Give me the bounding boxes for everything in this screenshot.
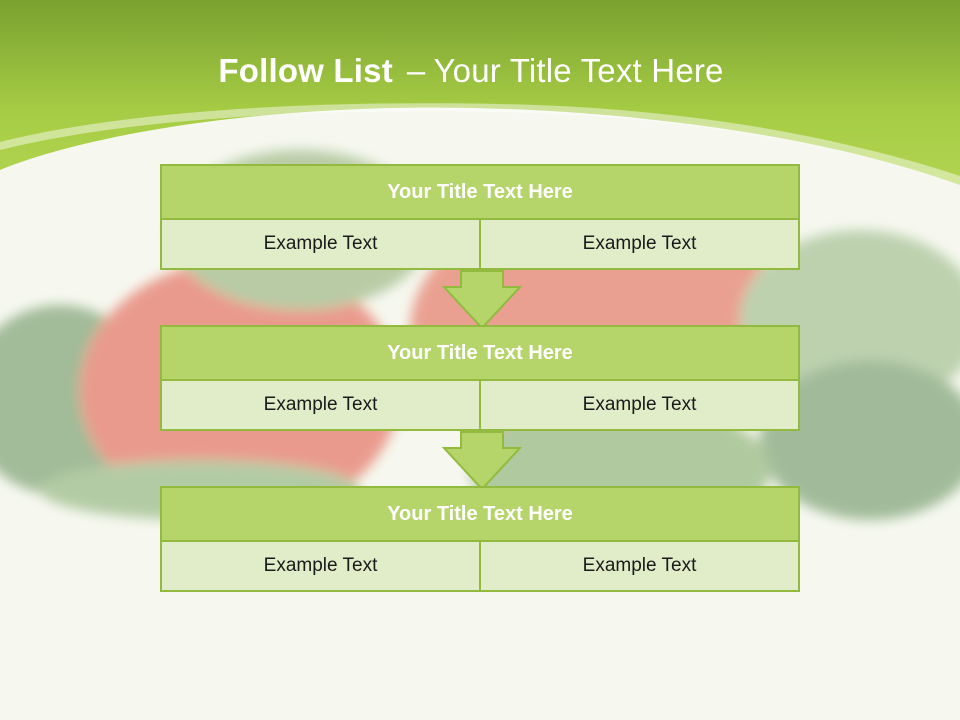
down-arrow-icon: [441, 431, 523, 491]
slide-title: Follow List–Your Title Text Here: [0, 52, 942, 90]
step-row: Example Text Example Text: [160, 220, 800, 270]
step-cell-right: Example Text: [481, 381, 800, 431]
down-arrow-icon: [441, 270, 523, 330]
step-box-2: Your Title Text Here Example Text Exampl…: [160, 325, 800, 431]
step-cell-left: Example Text: [160, 542, 481, 592]
step-row: Example Text Example Text: [160, 381, 800, 431]
step-cell-left: Example Text: [160, 220, 481, 270]
title-dash: –: [406, 52, 426, 89]
step-box-1: Your Title Text Here Example Text Exampl…: [160, 164, 800, 270]
step-title: Your Title Text Here: [160, 325, 800, 381]
step-cell-right: Example Text: [481, 542, 800, 592]
step-title: Your Title Text Here: [160, 486, 800, 542]
step-cell-right: Example Text: [481, 220, 800, 270]
title-rest: Your Title Text Here: [433, 52, 724, 89]
title-bold: Follow List: [218, 52, 393, 89]
step-box-3: Your Title Text Here Example Text Exampl…: [160, 486, 800, 592]
step-cell-left: Example Text: [160, 381, 481, 431]
step-row: Example Text Example Text: [160, 542, 800, 592]
step-title: Your Title Text Here: [160, 164, 800, 220]
